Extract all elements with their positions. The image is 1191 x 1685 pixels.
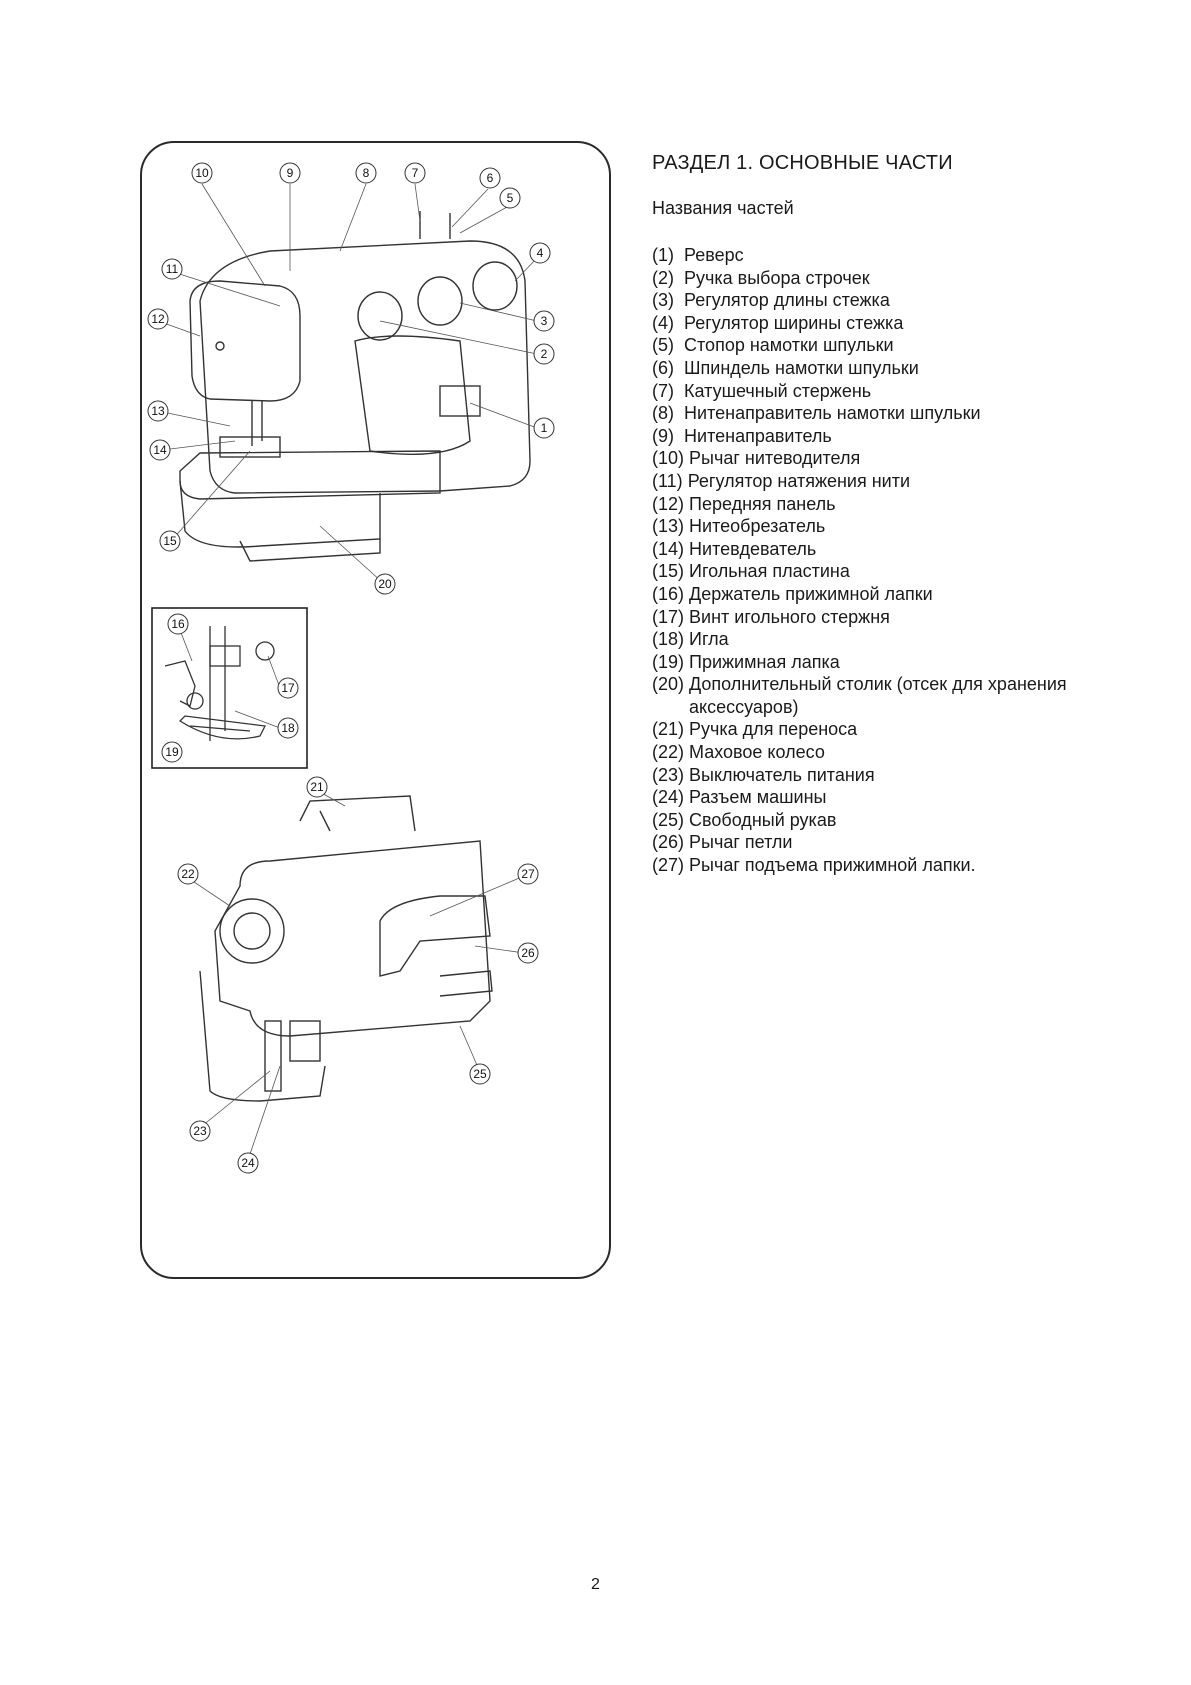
parts-subtitle: Названия частей: [652, 198, 794, 218]
callout-10: 10: [191, 162, 213, 184]
svg-text:14: 14: [153, 443, 167, 457]
list-item: (19) Прижимная лапка: [652, 651, 840, 672]
svg-text:7: 7: [412, 166, 419, 180]
list-item: (12) Передняя панель: [652, 493, 836, 514]
list-item: (10) Рычаг нитеводителя: [652, 448, 861, 469]
svg-text:12: 12: [151, 312, 165, 326]
svg-text:13: 13: [151, 404, 165, 418]
list-item: (11) Регулятор натяжения нити: [652, 470, 911, 491]
callout-12: 12: [147, 308, 169, 330]
illustration-frame: [140, 141, 611, 1279]
list-item: (20) Дополнительный столик (отсек для хр…: [652, 674, 1067, 717]
list-item: (8) Нитенаправитель намотки шпульки: [652, 403, 981, 424]
svg-text:6: 6: [487, 171, 494, 185]
svg-text:4: 4: [537, 246, 544, 260]
list-item: (4) Регулятор ширины стежка: [652, 312, 904, 333]
list-item: (25) Свободный рукав: [652, 809, 837, 830]
list-item: (13) Нитеобрезатель: [652, 516, 826, 537]
list-item: (5) Стопор намотки шпульки: [652, 335, 894, 356]
list-item: (15) Игольная пластина: [652, 561, 850, 582]
svg-text:27: 27: [521, 867, 535, 881]
svg-text:17: 17: [281, 681, 295, 695]
list-item: (26) Рычаг петли: [652, 832, 793, 853]
svg-text:3: 3: [541, 314, 548, 328]
svg-text:1: 1: [541, 421, 548, 435]
callout-26: 26: [517, 942, 539, 964]
list-item: (23) Выключатель питания: [652, 764, 875, 785]
callout-13: 13: [147, 400, 169, 422]
list-item: (24) Разъем машины: [652, 787, 827, 808]
list-item: (18) Игла: [652, 629, 729, 650]
svg-text:18: 18: [281, 721, 295, 735]
callout-15: 15: [159, 530, 181, 552]
callout-23: 23: [189, 1120, 211, 1142]
callout-4: 4: [529, 242, 551, 264]
callout-7: 7: [404, 162, 426, 184]
callout-1: 1: [533, 417, 555, 439]
list-item: (16) Держатель прижимной лапки: [652, 583, 933, 604]
svg-text:26: 26: [521, 946, 535, 960]
svg-text:20: 20: [378, 577, 392, 591]
list-item: (2) Ручка выбора строчек: [652, 267, 870, 288]
callout-9: 9: [279, 162, 301, 184]
svg-text:23: 23: [193, 1124, 207, 1138]
inset-detail-box: [151, 607, 308, 769]
svg-text:15: 15: [163, 534, 177, 548]
list-item: (21) Ручка для переноса: [652, 719, 858, 740]
list-item: (1) Реверс: [652, 245, 744, 265]
list-item: (27) Рычаг подъема прижимной лапки.: [652, 855, 976, 876]
callout-17: 17: [277, 677, 299, 699]
sewing-machine-illustration: 10 9 8 7 6 5 4 3 2 1 11 12 13 14 15 20 1…: [140, 141, 611, 1279]
list-item: (14) Нитевдеватель: [652, 538, 817, 559]
parts-list: (1) Реверс (2) Ручка выбора строчек (3) …: [652, 244, 1122, 877]
list-item: (9) Нитенаправитель: [652, 425, 832, 446]
list-item: (6) Шпиндель намотки шпульки: [652, 357, 919, 378]
svg-text:16: 16: [171, 617, 185, 631]
list-item: (7) Катушечный стержень: [652, 380, 872, 401]
callout-27: 27: [517, 863, 539, 885]
svg-text:25: 25: [473, 1067, 487, 1081]
callout-24: 24: [237, 1152, 259, 1174]
list-item: (3) Регулятор длины стежка: [652, 290, 890, 311]
callout-6: 6: [479, 167, 501, 189]
callout-8: 8: [355, 162, 377, 184]
page-number: 2: [591, 1576, 600, 1593]
callout-20: 20: [374, 573, 396, 595]
callout-2: 2: [533, 343, 555, 365]
svg-text:9: 9: [287, 166, 294, 180]
list-item: (17) Винт игольного стержня: [652, 606, 890, 627]
svg-text:21: 21: [310, 780, 324, 794]
callout-16: 16: [167, 613, 189, 635]
svg-text:8: 8: [363, 166, 370, 180]
callout-14: 14: [149, 439, 171, 461]
svg-text:11: 11: [166, 262, 179, 276]
callout-19: 19: [161, 741, 183, 763]
svg-text:19: 19: [165, 745, 179, 759]
callout-25: 25: [469, 1063, 491, 1085]
svg-text:24: 24: [241, 1156, 255, 1170]
svg-text:22: 22: [181, 867, 195, 881]
svg-text:5: 5: [507, 191, 514, 205]
sewing-machine-drawing: 10 9 8 7 6 5 4 3 2 1 11 12 13 14 15 20 1…: [147, 162, 555, 1174]
list-item: (22) Маховое колесо: [652, 742, 825, 763]
callout-21: 21: [306, 776, 328, 798]
callout-11: 11: [161, 258, 183, 280]
callout-5: 5: [499, 187, 521, 209]
callout-18: 18: [277, 717, 299, 739]
svg-text:2: 2: [541, 347, 548, 361]
callout-3: 3: [533, 310, 555, 332]
callout-22: 22: [177, 863, 199, 885]
section-title: РАЗДЕЛ 1. ОСНОВНЫЕ ЧАСТИ: [652, 152, 953, 174]
svg-text:10: 10: [195, 166, 209, 180]
